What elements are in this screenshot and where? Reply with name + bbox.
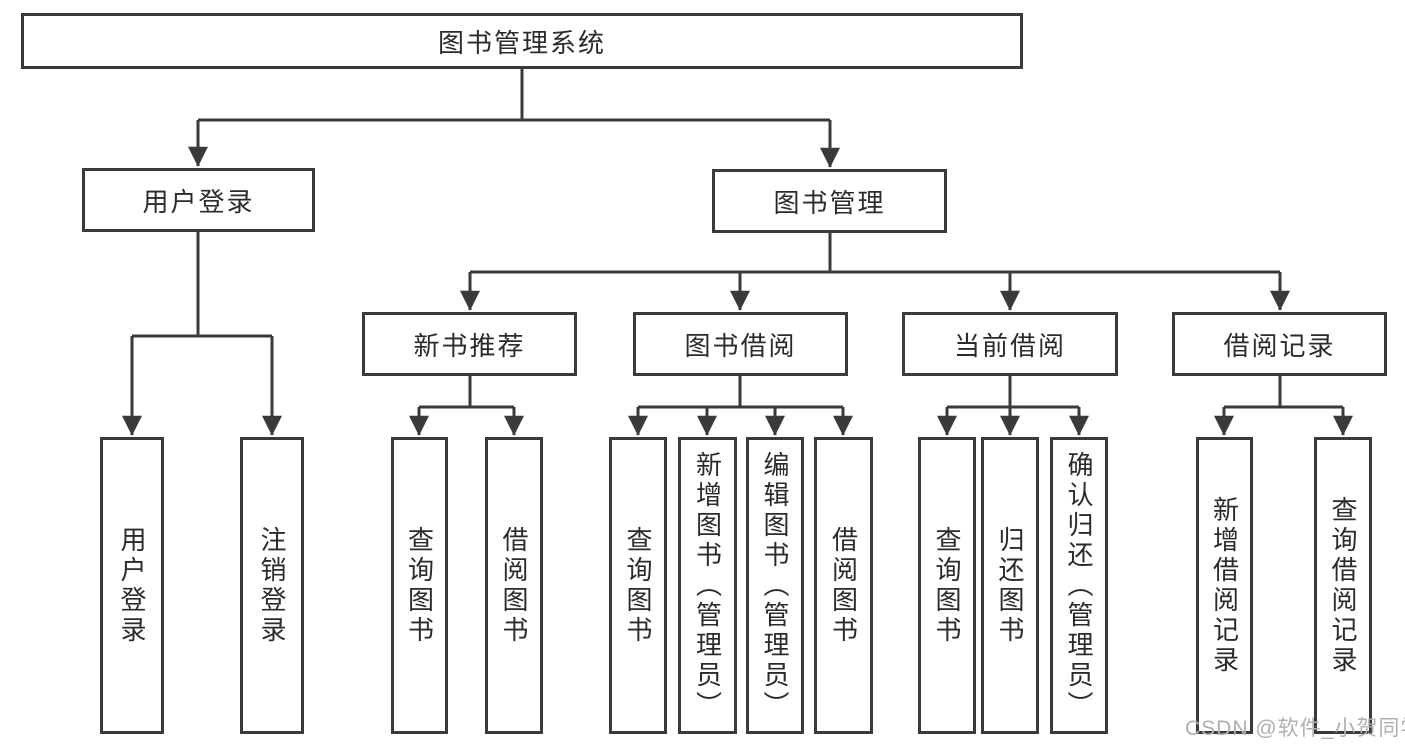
node-borrow-records: 借阅记录: [1172, 312, 1387, 376]
node-label: 查询借阅记录: [1328, 495, 1358, 676]
node-current-borrow: 当前借阅: [902, 312, 1118, 376]
node-label: 借阅图书: [828, 525, 859, 646]
node-label: 新增借阅记录: [1209, 495, 1240, 676]
node-label: 当前借阅: [953, 330, 1066, 361]
leaf-edit-books-admin: 编辑图书（管理员）: [746, 437, 804, 734]
node-label: 图书管理系统: [437, 27, 606, 58]
leaf-borrow-books: 借阅图书: [814, 437, 873, 734]
leaf-query-books-current: 查询图书: [918, 437, 976, 734]
leaf-borrow-books-recommend: 借阅图书: [485, 437, 543, 734]
node-label: 注销登录: [257, 525, 287, 646]
leaf-add-books-admin: 新增图书（管理员）: [678, 437, 737, 734]
node-label: 新增图书（管理员）: [692, 450, 723, 721]
node-new-book-recommend: 新书推荐: [362, 312, 577, 376]
leaf-add-borrow-record: 新增借阅记录: [1196, 437, 1253, 734]
node-label: 用户登录: [142, 186, 255, 217]
node-label: 查询图书: [404, 525, 435, 646]
node-label: 用户登录: [117, 525, 147, 646]
node-label: 归还图书: [995, 525, 1025, 646]
leaf-user-login: 用户登录: [100, 437, 164, 734]
node-label: 确认归还（管理员）: [1064, 450, 1094, 721]
leaf-return-books: 归还图书: [981, 437, 1039, 734]
node-label: 借阅图书: [499, 525, 529, 646]
leaf-query-books-borrow: 查询图书: [609, 437, 667, 734]
node-label: 新书推荐: [413, 330, 526, 361]
node-label: 查询图书: [932, 525, 962, 646]
node-label: 借阅记录: [1223, 330, 1336, 361]
node-book-management: 图书管理: [712, 169, 947, 233]
node-library-management-system: 图书管理系统: [21, 13, 1023, 69]
leaf-logout: 注销登录: [240, 437, 304, 734]
leaf-query-books-recommend: 查询图书: [391, 437, 448, 734]
node-label: 图书管理: [773, 187, 886, 218]
node-label: 图书借阅: [684, 330, 797, 361]
node-label: 编辑图书（管理员）: [760, 450, 790, 721]
leaf-confirm-return-admin: 确认归还（管理员）: [1050, 437, 1108, 734]
leaf-query-borrow-record: 查询借阅记录: [1314, 437, 1372, 734]
node-book-borrow: 图书借阅: [633, 312, 848, 376]
node-user-login: 用户登录: [82, 168, 315, 232]
node-label: 查询图书: [623, 525, 653, 646]
